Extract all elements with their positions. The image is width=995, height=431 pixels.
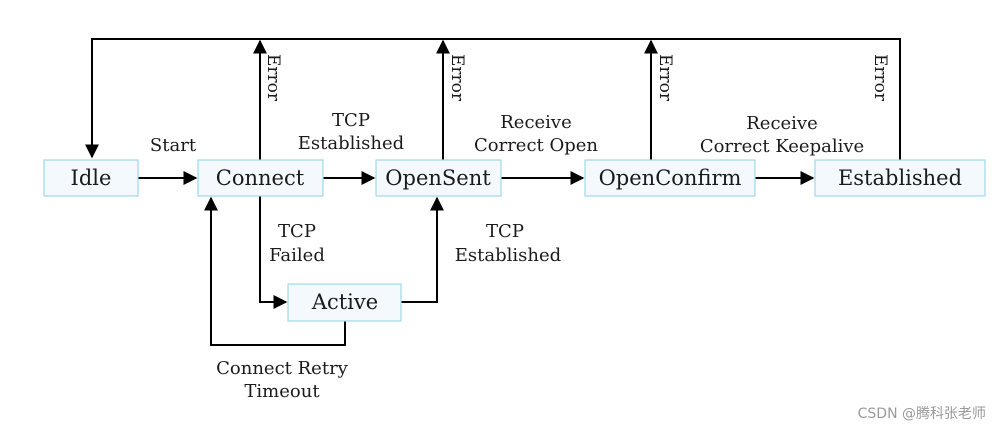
edge-label-tcp-established-top-2: Established xyxy=(298,133,404,154)
edge-label-connect-retry-2: Timeout xyxy=(244,381,320,402)
edge-label-connect-retry-1: Connect Retry xyxy=(216,358,349,379)
state-connect-label: Connect xyxy=(216,166,305,190)
state-opensent: OpenSent xyxy=(375,159,502,197)
openconfirm-error-label: Error xyxy=(655,54,675,102)
edge-label-start: Start xyxy=(150,135,197,156)
edge-label-receive-open-2: Correct Open xyxy=(474,135,598,156)
connect-error-label: Error xyxy=(263,54,283,102)
edge-label-receive-keepalive-2: Correct Keepalive xyxy=(700,136,864,157)
state-active-label: Active xyxy=(311,290,378,314)
edge-label-receive-keepalive-1: Receive xyxy=(746,113,818,134)
edge-label-tcp-failed-1: TCP xyxy=(278,221,316,242)
active-to-connect-arrow xyxy=(204,196,346,346)
state-connect: Connect xyxy=(197,159,324,197)
edge-label-tcp-failed-2: Failed xyxy=(269,245,325,266)
state-established-label: Established xyxy=(838,166,962,190)
state-active: Active xyxy=(287,283,402,322)
state-idle-label: Idle xyxy=(71,166,112,190)
state-established: Established xyxy=(814,159,986,197)
edge-label-receive-open-1: Receive xyxy=(500,112,572,133)
error-return-line xyxy=(85,38,901,160)
state-opensent-label: OpenSent xyxy=(385,166,491,190)
edge-label-tcp-established-top-1: TCP xyxy=(332,110,370,131)
state-openconfirm: OpenConfirm xyxy=(584,159,756,197)
state-idle: Idle xyxy=(43,159,139,197)
opensent-error-label: Error xyxy=(447,54,467,102)
state-openconfirm-label: OpenConfirm xyxy=(599,166,742,190)
established-error-label: Error xyxy=(870,54,890,102)
connect-to-active-arrow xyxy=(259,196,288,309)
active-to-opensent-arrow xyxy=(401,196,444,303)
edge-label-tcp-established-bottom-2: Established xyxy=(455,245,561,266)
edge-label-tcp-established-bottom-1: TCP xyxy=(486,221,524,242)
watermark: CSDN @腾科张老师 xyxy=(858,405,986,422)
